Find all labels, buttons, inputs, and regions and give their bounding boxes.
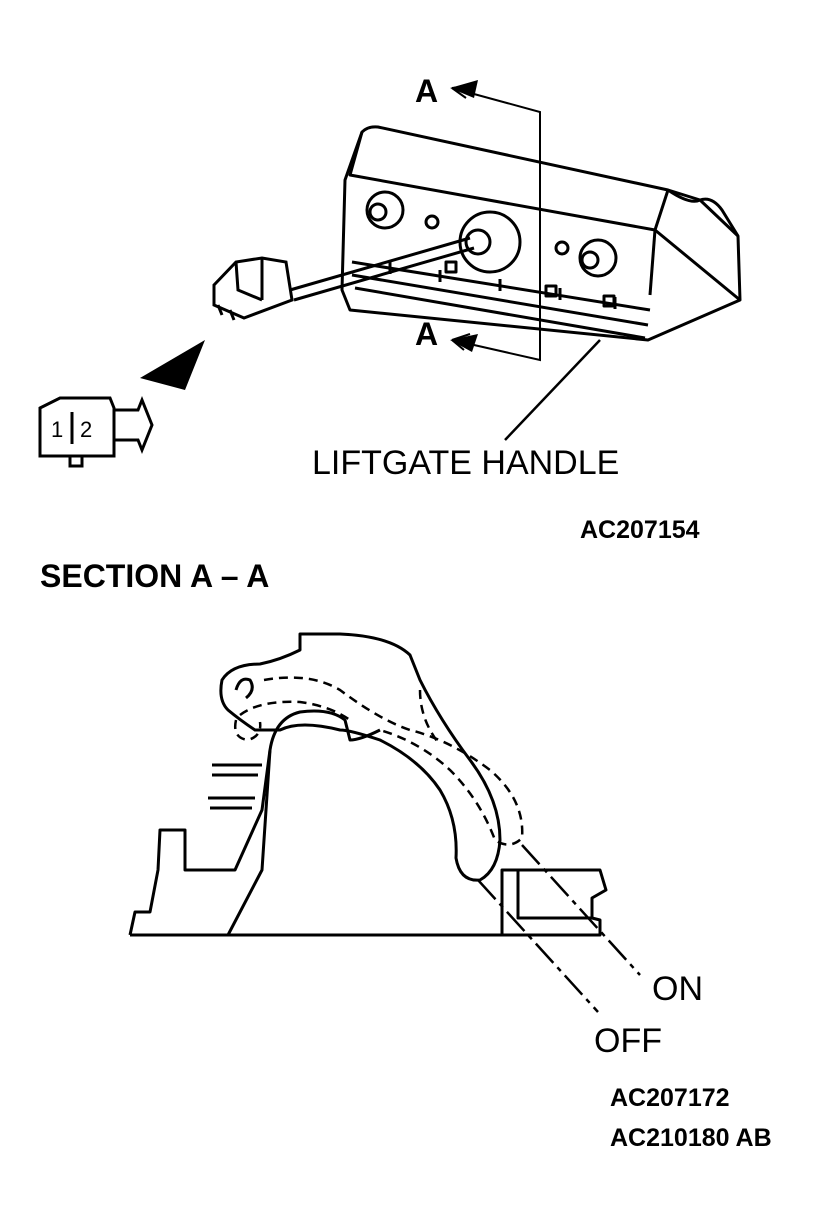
section-arrow-top [450,80,478,98]
liftgate-handle-assembly [340,125,742,342]
section-title: SECTION A – A [40,558,269,594]
figure-code-bottom-1: AC207172 [610,1084,730,1112]
figure-code-bottom-2: AC210180 AB [610,1124,772,1152]
connector-pin-1: 1 [51,417,63,442]
section-arrow-bottom [450,334,478,352]
connector-face [38,395,154,468]
insertion-arrow [140,340,205,390]
part-label: LIFTGATE HANDLE [312,444,619,482]
off-leader-line [477,879,599,1013]
section-marker-bottom: A [415,316,438,352]
wire-harness [212,236,475,321]
section-view [128,632,608,937]
connector-pin-2: 2 [80,417,92,442]
position-off-label: OFF [594,1022,662,1060]
position-on-label: ON [652,970,703,1008]
section-marker-top: A [415,73,438,109]
figure-code-top: AC207154 [580,516,700,544]
part-leader-line [504,339,601,441]
lever-on-position [234,676,524,846]
on-leader-line [521,844,641,976]
